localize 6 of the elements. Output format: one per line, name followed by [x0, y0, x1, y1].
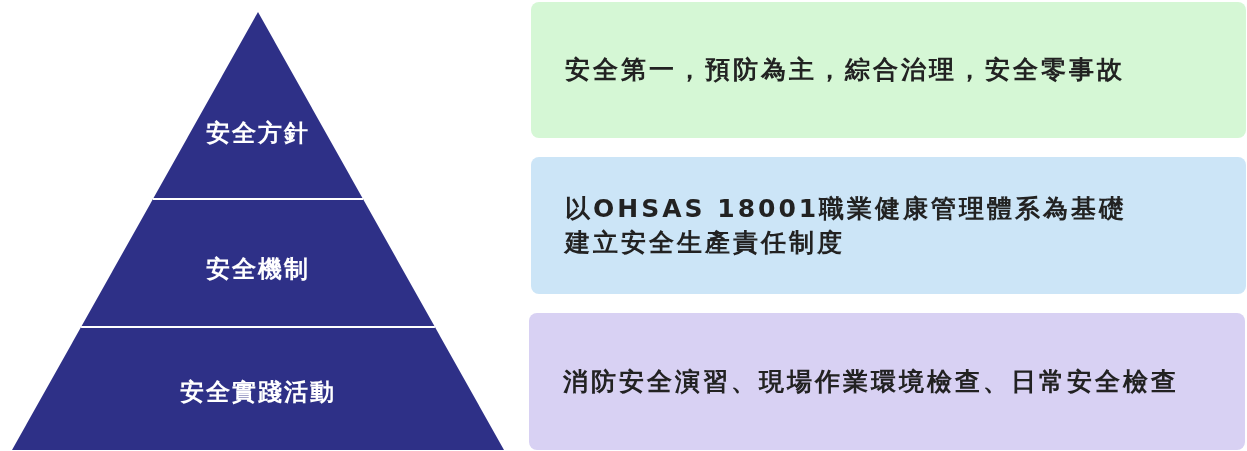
text-box: 安全第一，預防為主，綜合治理，安全零事故: [531, 2, 1246, 138]
text-box: 消防安全演習、現場作業環境檢查、日常安全檢查: [529, 313, 1245, 450]
pyramid-tier: 安全機制: [81, 199, 435, 327]
text-box: 以OHSAS 18001職業健康管理體系為基礎建立安全生產責任制度: [531, 157, 1246, 294]
pyramid-tier: 安全方針: [152, 12, 363, 199]
pyramid-tier: 安全實踐活動: [12, 327, 504, 450]
